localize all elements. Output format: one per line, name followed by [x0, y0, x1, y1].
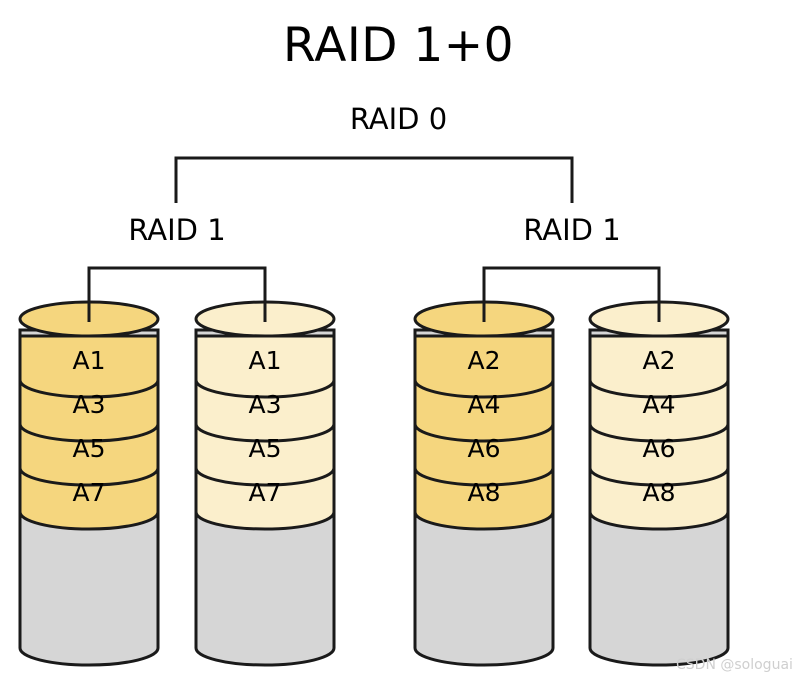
disk-3: A2 A4 A6 A8 [413, 300, 555, 667]
disk-4-block-1 [588, 334, 730, 399]
disk-2-block-3-label: A5 [248, 434, 281, 463]
page-title: RAID 1+0 [282, 18, 515, 73]
raid0-group-label: RAID 0 [349, 102, 448, 136]
disk-2-block-4-label: A7 [248, 478, 281, 507]
watermark: CSDN @sologuai [676, 657, 793, 673]
disk-3-block-1 [413, 334, 555, 399]
disk-1-block-1 [18, 334, 160, 399]
disk-3-block-2-label: A4 [467, 390, 500, 419]
disk-4-block-1-label: A2 [642, 346, 675, 375]
disk-3-block-3-label: A6 [467, 434, 500, 463]
disk-3-block-4-label: A8 [467, 478, 500, 507]
disk-2-block-1-label: A1 [248, 346, 281, 375]
disk-3-block-1-label: A2 [467, 346, 500, 375]
raid1-left-group-label: RAID 1 [128, 213, 226, 247]
raid0-bracket [174, 156, 574, 203]
bracket-leg-overlays [87, 268, 661, 322]
disk-1-block-4-label: A7 [72, 478, 105, 507]
disk-2-block-2-label: A3 [248, 390, 281, 419]
disk-4-block-4-label: A8 [642, 478, 675, 507]
disk-1-block-3-label: A5 [72, 434, 105, 463]
disk-4: A2 A4 A6 A8 [588, 300, 730, 667]
disk-2: A1 A3 A5 A7 [194, 300, 336, 667]
disk-1-block-2-label: A3 [72, 390, 105, 419]
disk-4-block-2-label: A4 [642, 390, 675, 419]
disk-2-block-1 [194, 334, 336, 399]
disk-1: A1 A3 A5 A7 [18, 300, 160, 667]
disk-1-block-1-label: A1 [72, 346, 105, 375]
disk-4-block-3-label: A6 [642, 434, 675, 463]
raid1-right-group-label: RAID 1 [523, 213, 621, 247]
